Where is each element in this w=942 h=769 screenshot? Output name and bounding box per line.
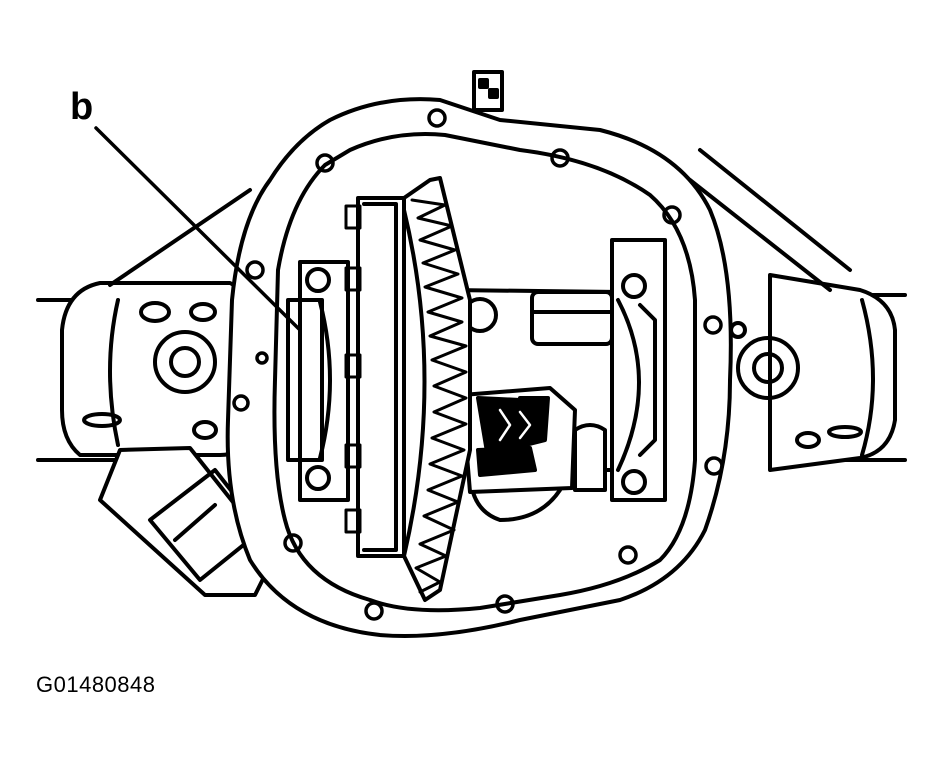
left-axle-flange [60,281,247,457]
callout-leader-line [94,126,302,332]
left-bearing-cap [286,260,350,502]
gasket-line [272,132,697,613]
figure-id-label: G01480848 [36,672,156,697]
fill-plug [472,70,504,112]
housing-ridges [108,148,852,292]
spider-gears [460,386,607,494]
callout-label-b: b [70,86,94,128]
cover-bolt-holes [232,108,724,621]
ring-gear [344,176,472,602]
right-bearing-cap [610,238,667,502]
